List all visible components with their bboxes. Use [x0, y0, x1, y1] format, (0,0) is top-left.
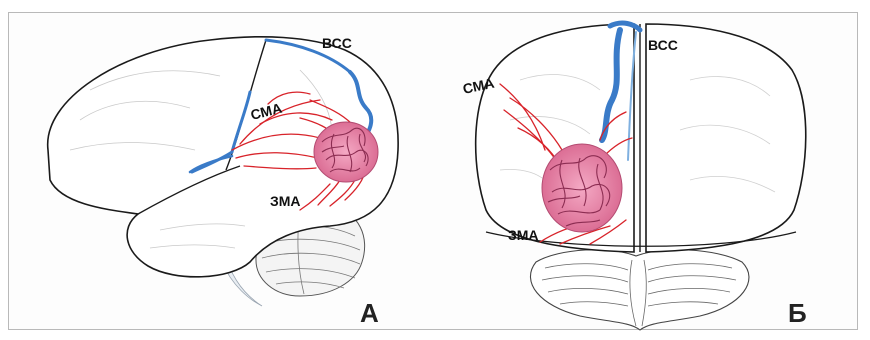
label-vein-b: ВСС — [648, 37, 678, 53]
panel-b-posterior-view: ВСС СМА ЗМА Б — [461, 23, 806, 330]
avm-nidus-b — [542, 144, 622, 232]
cerebellum-b — [530, 250, 748, 330]
avm-nidus-a — [314, 122, 378, 182]
panel-letter-b: Б — [788, 298, 807, 328]
label-posterior-artery-a: ЗМА — [270, 193, 301, 209]
panel-a-lateral-view: ВСС СМА ЗМА А — [48, 35, 398, 328]
right-hemisphere-b — [646, 24, 806, 252]
panel-letter-a: А — [360, 298, 379, 328]
label-posterior-artery-b: ЗМА — [508, 227, 539, 243]
label-vein-a: ВСС — [322, 35, 352, 51]
